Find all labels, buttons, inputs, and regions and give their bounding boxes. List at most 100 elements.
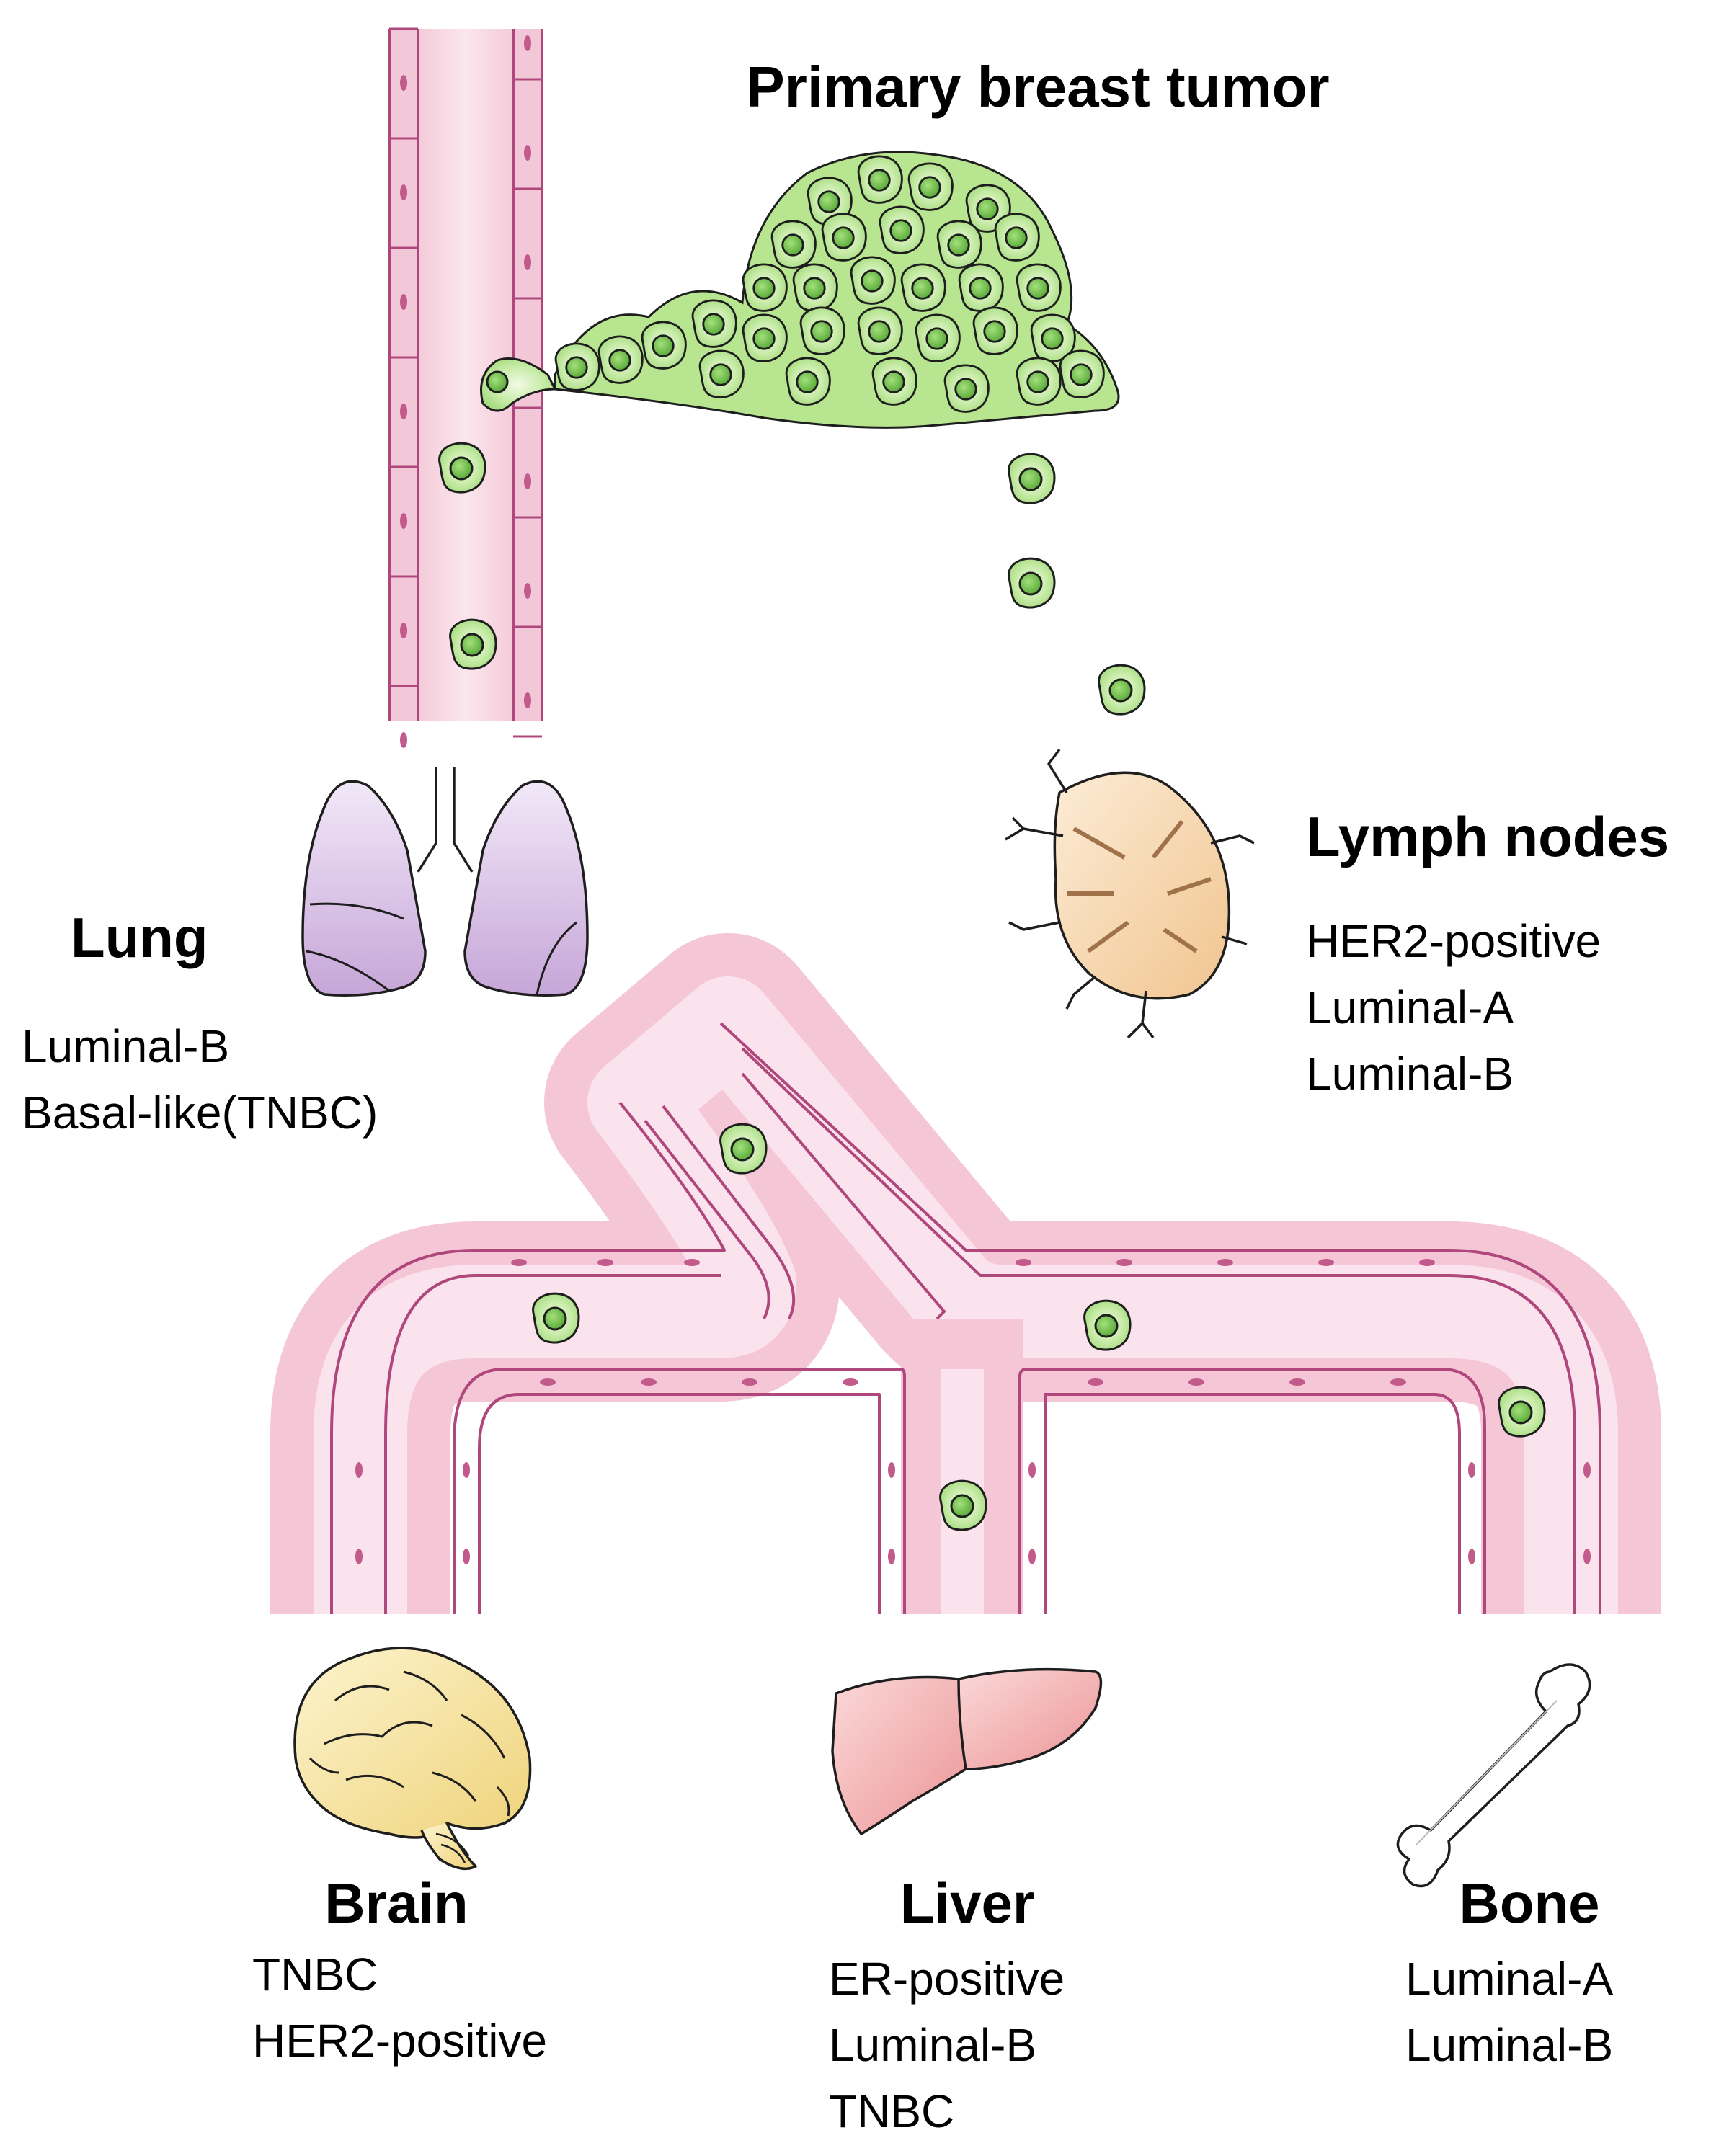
tumor-cell [879, 205, 925, 254]
lymph-subtype: Luminal-A [1306, 981, 1514, 1033]
endothelial-nucleus [1583, 1462, 1591, 1478]
tumor-cell [770, 220, 817, 269]
circulating-tumor-cell [1008, 453, 1056, 504]
lymph-subtype: HER2-positive [1306, 915, 1601, 967]
circulating-tumor-cell [1498, 1386, 1546, 1438]
endothelial-nucleus [524, 145, 531, 161]
lung-icon [301, 767, 589, 997]
circulating-tumor-cell [939, 1479, 987, 1531]
liver-title: Liver [900, 1871, 1034, 1935]
tumor-cell [641, 321, 687, 370]
tumor-cell [871, 357, 917, 406]
tumor-cell [994, 213, 1040, 262]
endothelial-nucleus [355, 1462, 363, 1478]
tumor-cell [972, 306, 1018, 355]
brain-subtype: HER2-positive [252, 2015, 547, 2067]
bone-title: Bone [1459, 1871, 1600, 1935]
tumor-cell [799, 306, 845, 355]
endothelial-nucleus [888, 1549, 895, 1564]
circulating-tumor-cell [1098, 664, 1146, 716]
circulating-tumor-cell [719, 1123, 768, 1175]
endothelial-nucleus [1468, 1462, 1475, 1478]
tumor-cell [850, 256, 896, 305]
liver-subtypes: ER-positive Luminal-B TNBC [829, 1953, 1065, 2137]
brain-subtypes: TNBC HER2-positive [252, 1948, 547, 2067]
tumor-cell [900, 263, 946, 312]
circulating-tumor-cell [1008, 557, 1056, 609]
bone-subtypes: Luminal-A Luminal-B [1405, 1953, 1613, 2071]
endothelial-nucleus [684, 1259, 700, 1266]
bone-subtype: Luminal-A [1405, 1953, 1613, 2005]
tumor-cell [1016, 357, 1062, 406]
endothelial-nucleus [843, 1378, 858, 1386]
tumor-cell [958, 263, 1004, 312]
endothelial-nucleus [400, 513, 407, 529]
lung-subtypes: Luminal-B Basal-like(TNBC) [22, 1020, 378, 1139]
tumor-cell [792, 263, 838, 312]
endothelial-nucleus [400, 623, 407, 638]
endothelial-nucleus [1116, 1259, 1132, 1266]
brain-title: Brain [324, 1871, 468, 1935]
lung-subtype: Basal-like(TNBC) [22, 1087, 378, 1139]
tumor-cell [936, 220, 982, 269]
endothelial-nucleus [1028, 1462, 1036, 1478]
bone-subtype: Luminal-B [1405, 2019, 1613, 2071]
endothelial-nucleus [524, 692, 531, 708]
endothelial-nucleus [400, 404, 407, 419]
endothelial-nucleus [1188, 1378, 1204, 1386]
tumor-cell [907, 162, 954, 211]
lymph-node-icon [1005, 748, 1255, 1039]
endothelial-nucleus [400, 184, 407, 200]
tumor-cell [785, 357, 831, 406]
endothelial-nucleus [1289, 1378, 1305, 1386]
circulating-tumor-cell [532, 1292, 580, 1344]
tumor-cell [554, 342, 600, 391]
circulating-tumor-cell [1083, 1299, 1132, 1351]
tumor-cell [857, 155, 903, 204]
tumor-cell [915, 313, 961, 362]
tumor-cell [943, 364, 990, 413]
tumor-cell [1016, 263, 1062, 312]
circulating-tumor-cell [438, 442, 486, 494]
brain-icon [293, 1647, 532, 1871]
endothelial-nucleus [1217, 1259, 1233, 1266]
tumor-cell [597, 335, 644, 384]
endothelial-nucleus [1088, 1378, 1103, 1386]
endothelial-nucleus [1419, 1259, 1435, 1266]
tumor-cell [691, 299, 737, 348]
endothelial-nucleus [463, 1462, 470, 1478]
endothelial-nucleus [511, 1259, 527, 1266]
endothelial-nucleus [1583, 1549, 1591, 1564]
endothelial-nucleus [641, 1378, 657, 1386]
endothelial-nucleus [1028, 1549, 1036, 1564]
liver-subtype: ER-positive [829, 1953, 1065, 2005]
endothelial-nucleus [1016, 1259, 1031, 1266]
endothelial-nucleus [524, 254, 531, 270]
bone-icon [1396, 1663, 1591, 1888]
endothelial-nucleus [400, 294, 407, 310]
endothelial-nucleus [524, 583, 531, 599]
endothelial-nucleus [524, 473, 531, 489]
lymph-subtype: Luminal-B [1306, 1048, 1514, 1100]
tumor-cell [857, 306, 903, 355]
endothelial-nucleus [1468, 1549, 1475, 1564]
endothelial-nucleus [540, 1378, 556, 1386]
endothelial-nucleus [597, 1259, 613, 1266]
endothelial-nucleus [524, 35, 531, 51]
endothelial-nucleus [1390, 1378, 1406, 1386]
endothelial-nucleus [742, 1378, 757, 1386]
endothelial-nucleus [463, 1549, 470, 1564]
endothelial-nucleus [400, 75, 407, 91]
endothelial-nucleus [400, 732, 407, 748]
tumor-cell [742, 313, 788, 362]
tumor-cell [698, 349, 745, 398]
branching-blood-vessel [270, 933, 1661, 1614]
lung-title: Lung [71, 906, 208, 969]
tumor-cell [1059, 349, 1105, 398]
tumor-title: Primary breast tumor [746, 55, 1329, 119]
endothelial-nucleus [888, 1462, 895, 1478]
endothelial-nucleus [1318, 1259, 1334, 1266]
endothelial-nucleus [355, 1549, 363, 1564]
tumor-cell [821, 213, 867, 262]
